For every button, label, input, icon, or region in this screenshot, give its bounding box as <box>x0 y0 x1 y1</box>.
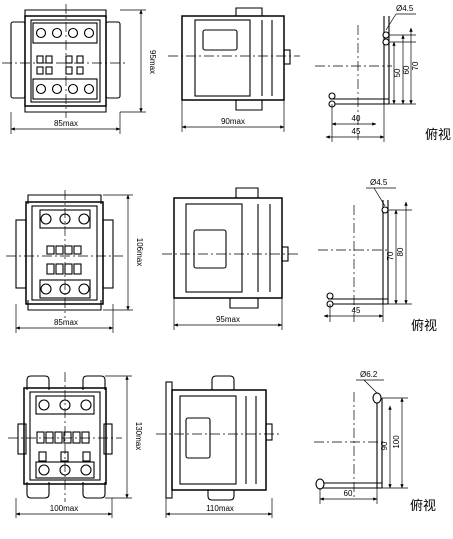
mount-hole-label-1: Ø4.5 <box>396 4 414 13</box>
mount-dim-100: 100 <box>392 435 401 449</box>
front-width-dimension-3: 100max <box>15 498 113 518</box>
side-width-label-1: 90max <box>221 117 245 126</box>
front-width-label-3: 100max <box>50 504 78 513</box>
front-width-dimension-1: 85max <box>10 112 121 134</box>
side-width-dimension-3: 110max <box>165 498 273 518</box>
front-width-dimension-2: 85max <box>15 304 114 333</box>
front-height-dimension-2: 106max <box>103 194 144 311</box>
mount-dim-60: 60 <box>402 65 411 74</box>
front-view-3 <box>8 372 122 502</box>
front-height-label-2: 106max <box>135 238 144 266</box>
side-width-label-2: 95max <box>216 315 240 324</box>
front-view-1 <box>2 4 128 118</box>
mount-hole-label-3: Ø6.2 <box>360 370 378 379</box>
side-width-label-3: 110max <box>206 504 234 513</box>
front-height-dimension-3: 130max <box>105 375 143 499</box>
mount-hole-label-2: Ø4.5 <box>370 178 388 187</box>
side-view-1 <box>168 7 300 111</box>
mount-dim-70: 70 <box>411 61 420 70</box>
mount-dim-45-r2: 45 <box>352 306 361 315</box>
mount-dim-70-r2: 70 <box>386 251 395 260</box>
mounting-view-1: Ø4.5 50 60 70 40 45 <box>315 4 420 142</box>
mount-dim-50: 50 <box>393 68 402 77</box>
mounting-view-2: Ø4.5 70 80 45 <box>318 178 412 322</box>
mount-dim-40: 40 <box>352 114 361 123</box>
mount-dim-90: 90 <box>380 441 389 450</box>
mount-dim-45: 45 <box>352 127 361 136</box>
top-view-label-3: 俯视 <box>410 498 436 513</box>
mount-dim-60: 60 <box>344 489 353 498</box>
side-view-2 <box>162 187 298 309</box>
mount-dim-80-r2: 80 <box>396 247 405 256</box>
side-width-dimension-1: 90max <box>181 100 285 132</box>
mounting-view-3: Ø6.2 90 100 60 <box>314 370 408 504</box>
front-width-label-1: 85max <box>54 119 78 128</box>
front-height-label-1: 95max <box>148 50 157 74</box>
front-view-2 <box>6 190 123 318</box>
front-height-dimension-1: 95max <box>120 9 157 113</box>
top-view-label-2: 俯视 <box>411 318 437 333</box>
side-width-dimension-2: 95max <box>173 298 283 330</box>
front-height-label-3: 130max <box>134 422 143 450</box>
side-view-3 <box>156 375 282 501</box>
front-width-label-2: 85max <box>54 318 78 327</box>
top-view-label-1: 俯视 <box>425 127 451 142</box>
